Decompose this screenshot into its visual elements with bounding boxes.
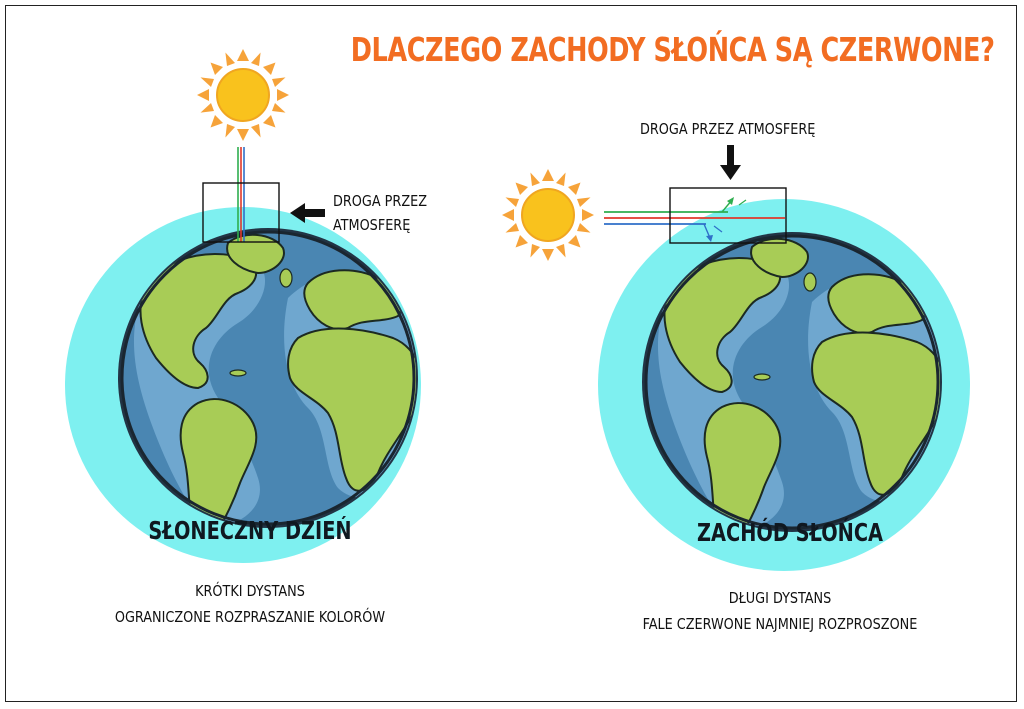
frame-border [5,5,1017,702]
atmosphere-path-box-left [202,182,280,243]
path-label-right: DROGA PRZEZ ATMOSFERĘ [640,120,816,138]
note-left-line2: OGRANICZONE ROZPRASZANIE KOLORÓW [114,608,386,626]
note-left: KRÓTKI DYSTANS OGRANICZONE ROZPRASZANIE … [94,578,407,630]
note-right: DŁUGI DYSTANS FALE CZERWONE NAJMNIEJ ROZ… [624,585,937,637]
page-title: DLACZEGO ZACHODY SŁOŃCA SĄ CZERWONE? [350,30,994,69]
arrow-left-icon [290,203,325,223]
light-rays-left [237,147,245,242]
path-label-left-line2: ATMOSFERĘ [333,216,411,234]
path-label-left-line1: DROGA PRZEZ [333,192,428,210]
arrow-down-icon [720,145,741,180]
caption-left: SŁONECZNY DZIEŃ [148,516,352,545]
caption-right: ZACHÓD SŁOŃCA [696,518,883,547]
note-right-line1: DŁUGI DYSTANS [728,589,832,607]
light-rays-right [604,197,785,242]
sun-right-icon [501,168,595,262]
note-left-line1: KRÓTKI DYSTANS [195,582,305,600]
sun-left-icon [196,48,290,142]
atmosphere-path-box-right [669,187,787,244]
path-label-left: DROGA PRZEZ ATMOSFERĘ [333,189,427,237]
note-right-line2: FALE CZERWONE NAJMNIEJ ROZPROSZONE [642,615,918,633]
